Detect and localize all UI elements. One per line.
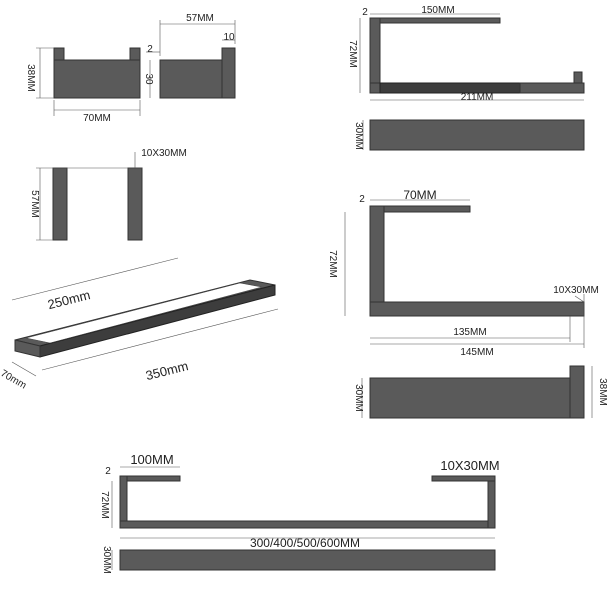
dim-300-600mm: 300/400/500/600MM — [250, 536, 360, 550]
dim-211mm: 211MM — [461, 92, 494, 103]
isometric-shelf — [11, 257, 279, 377]
dim-30mm-c: 30MM — [353, 384, 364, 412]
dim-30mm-d: 30MM — [101, 546, 112, 574]
dim-150mm: 150MM — [421, 5, 454, 16]
dim-2-a: 2 — [147, 44, 153, 55]
wide-bracket-face-view — [362, 119, 585, 151]
bracket-side-view — [146, 20, 236, 99]
l-bracket-face-view — [361, 365, 593, 419]
dim-10x30-b: 10X30MM — [553, 285, 599, 296]
long-rail-face-view — [111, 549, 496, 571]
dim-2-d: 2 — [105, 466, 111, 477]
dim-2-b: 2 — [362, 7, 368, 18]
dim-135mm: 135MM — [453, 327, 486, 338]
dim-57mm-vertical: 57MM — [29, 190, 40, 218]
dim-72mm-b: 72MM — [327, 250, 338, 278]
dim-70mm: 70MM — [83, 113, 111, 124]
dim-350mm: 350mm — [144, 358, 190, 383]
dim-57mm: 57MM — [186, 13, 214, 24]
dim-38mm-b: 38MM — [597, 378, 608, 406]
wide-bracket-side-view — [359, 13, 585, 101]
dim-30mm-b: 30MM — [353, 122, 364, 150]
dim-30: 30 — [143, 73, 154, 85]
dim-10x30-a: 10X30MM — [141, 148, 187, 159]
dim-70mm-b: 70MM — [403, 188, 436, 202]
dim-38mm: 38MM — [25, 64, 36, 92]
bracket-tall-view — [36, 152, 143, 241]
dim-72mm-a: 72MM — [347, 40, 358, 68]
dim-145mm: 145MM — [460, 347, 493, 358]
dim-70mm-side: 70mm — [0, 368, 28, 391]
long-rail-side-view — [111, 466, 496, 539]
bracket-front-view — [36, 47, 141, 116]
dim-2-c: 2 — [359, 194, 365, 205]
dim-250mm: 250mm — [46, 287, 92, 312]
dim-100mm: 100MM — [130, 452, 173, 467]
l-bracket-side-view — [344, 199, 585, 348]
dim-72mm-c: 72MM — [99, 491, 110, 519]
dim-10: 10 — [223, 32, 235, 43]
dim-10x30-c: 10X30MM — [440, 458, 499, 473]
